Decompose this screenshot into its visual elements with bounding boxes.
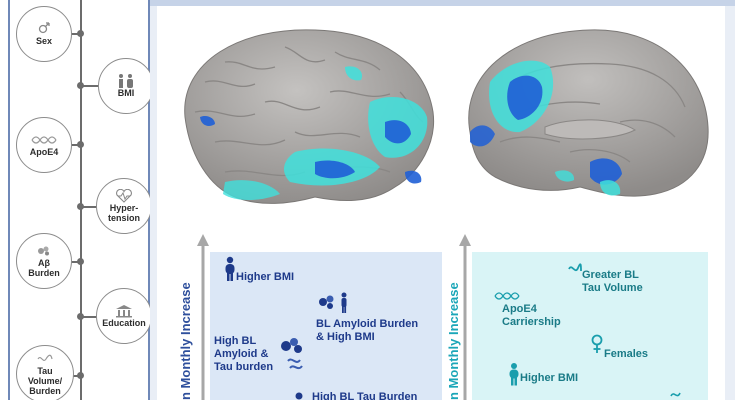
node-label-apoe4: ApoE4 [29, 147, 59, 157]
heart-pulse-icon [115, 189, 133, 203]
node-sex: Sex [16, 6, 72, 62]
people-icon [114, 74, 138, 88]
timeline-dot [77, 313, 84, 320]
timeline-axis [80, 0, 82, 400]
y-axis-label: n Monthly Increase [446, 282, 461, 400]
node-label-education: Education [102, 318, 146, 328]
left-border [8, 0, 10, 400]
tangle-icon [568, 263, 582, 272]
timeline-dot [77, 203, 84, 210]
connector [82, 85, 102, 87]
dna-icon [31, 133, 57, 147]
factor-higher-bmi: Higher BMI [236, 271, 295, 283]
y-axis-arrow [197, 234, 209, 400]
brain-surfaces-illustration [184, 29, 709, 204]
risk-factor-timeline: Sex BMI ApoE4 Hyper- tension Aβ Burden [0, 0, 154, 400]
factor-bl-amyloid-tau: High BL Amyloid & Tau burden [214, 335, 274, 373]
female-symbol-icon [591, 334, 603, 353]
timeline-dot [77, 141, 84, 148]
timeline-dot [77, 258, 84, 265]
y-axis-label: n Monthly Increase [178, 282, 193, 400]
person-icon [225, 256, 235, 281]
tangle-icon [670, 392, 681, 397]
node-label-abeta: Aβ Burden [28, 258, 60, 278]
school-icon [115, 304, 133, 318]
node-label-bmi: BMI [117, 88, 135, 98]
dna-icon [494, 292, 520, 300]
amyloid-bmi-icon [319, 292, 347, 313]
node-apoe4: ApoE4 [16, 117, 72, 173]
lateral-brain-view [184, 29, 435, 204]
factor-greater-bl-tau: Greater BL Tau Volume [582, 269, 643, 294]
connector [82, 206, 98, 208]
timeline-dot [77, 372, 84, 379]
tangle-icon [37, 352, 53, 366]
connector [82, 316, 98, 318]
node-education: Education [96, 288, 152, 344]
amyloid-tau-icon [281, 338, 303, 370]
node-tau: Tau Volume/ Burden [16, 345, 74, 400]
node-abeta: Aβ Burden [16, 233, 72, 289]
node-label-tau: Tau Volume/ Burden [27, 366, 63, 396]
sex-symbol-icon [37, 22, 51, 36]
top-strip [150, 0, 735, 6]
factor-bl-tau: High BL Tau Burden [312, 391, 418, 400]
timeline-dot [77, 30, 84, 37]
node-label-hypertension: Hyper- tension [107, 203, 140, 223]
factor-higher-bmi-tau: Higher BMI [520, 372, 579, 384]
node-label-sex: Sex [35, 36, 52, 46]
node-bmi: BMI [98, 58, 154, 114]
tau-icon [295, 392, 303, 400]
y-axis-arrow [459, 234, 471, 400]
factor-bl-amyloid-bmi: BL Amyloid Burden & High BMI [316, 318, 419, 343]
amyloid-factors-panel [210, 252, 442, 400]
factor-apoe4-carriership: ApoE4 Carriership [502, 303, 561, 328]
node-hypertension: Hyper- tension [96, 178, 152, 234]
plaque-icon [36, 244, 52, 258]
person-icon [509, 363, 519, 386]
timeline-dot [77, 82, 84, 89]
medial-brain-view [468, 29, 709, 197]
factor-females: Females [604, 348, 649, 360]
